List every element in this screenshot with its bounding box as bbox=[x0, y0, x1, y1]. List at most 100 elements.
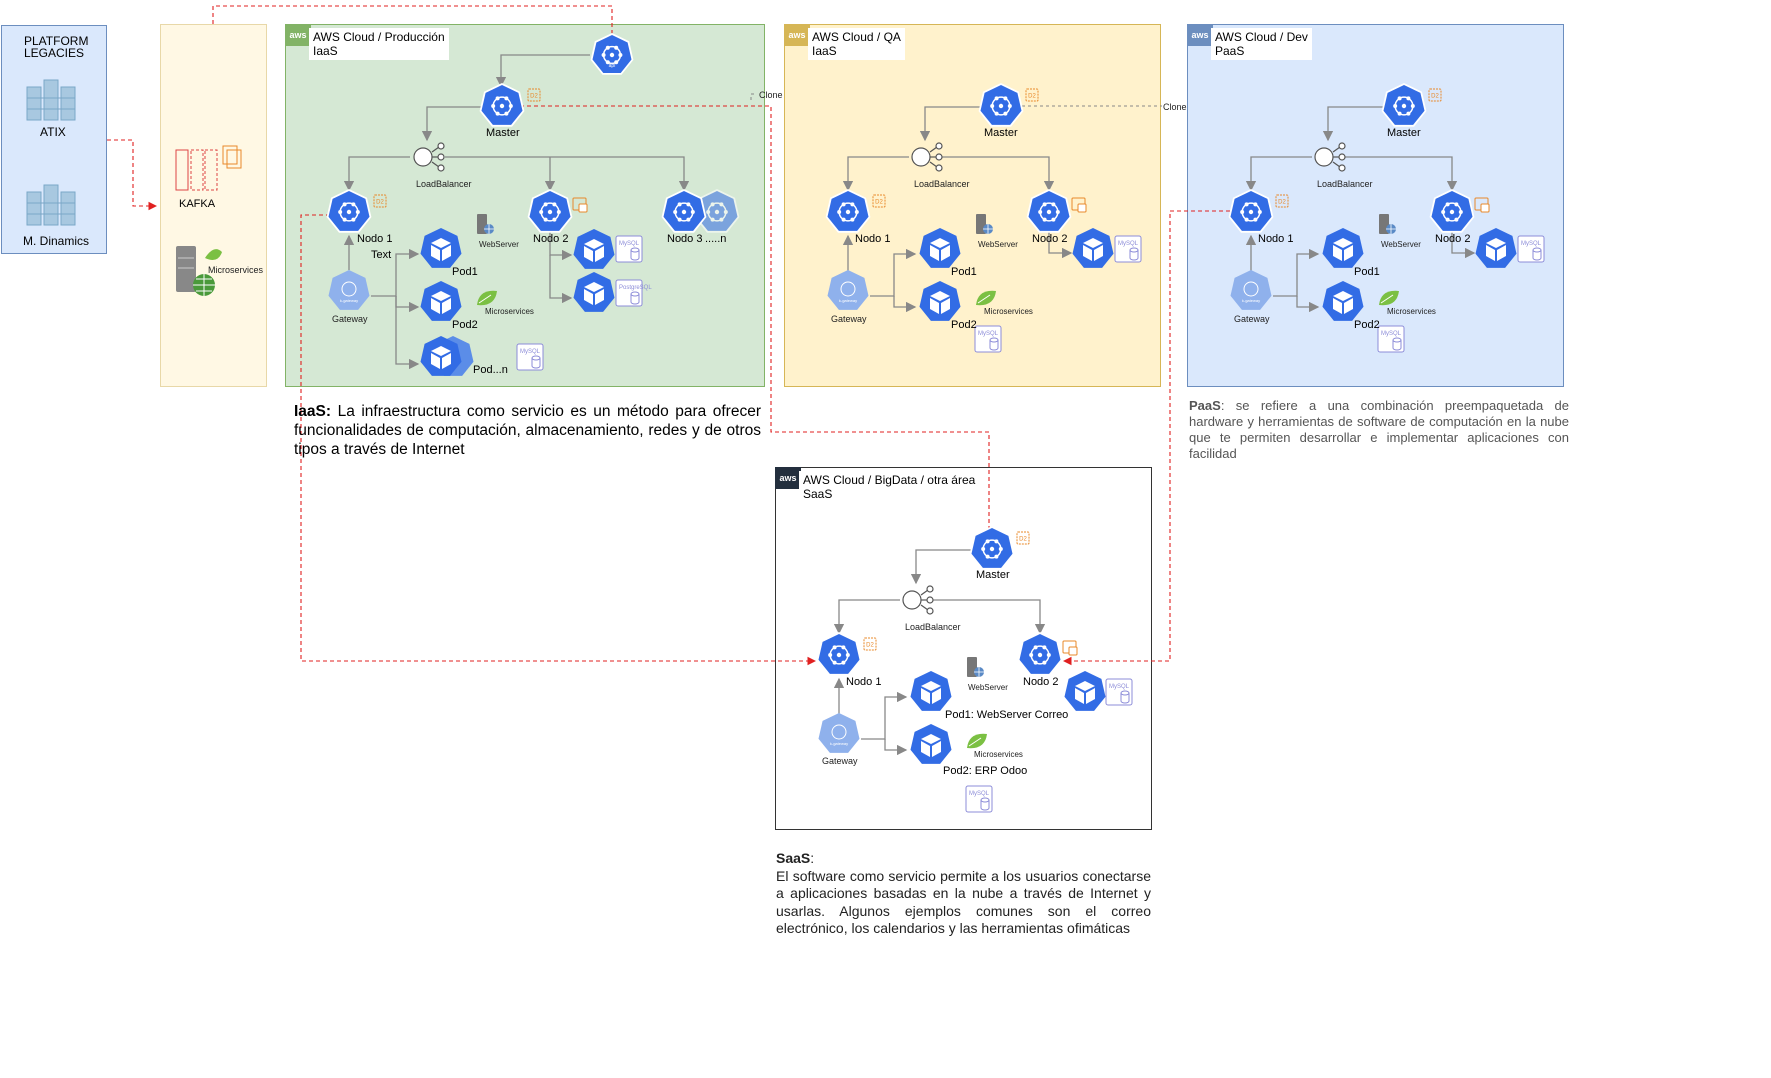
svg-text:MySQL: MySQL bbox=[969, 791, 990, 797]
bigdata-master-label: Master bbox=[976, 569, 1010, 581]
gateway-icon: k-gateway bbox=[827, 270, 869, 310]
microservices-icon bbox=[967, 733, 987, 749]
qa-pod1-label: Pod1 bbox=[951, 266, 977, 278]
svg-text:PostgreSQL: PostgreSQL bbox=[619, 285, 652, 291]
prod-text-label: Text bbox=[371, 249, 392, 261]
aws-logo-icon: aws bbox=[784, 24, 810, 46]
svg-text:k-gateway: k-gateway bbox=[1242, 298, 1260, 303]
dev-nodo2-label: Nodo 2 bbox=[1435, 233, 1471, 245]
node-icon bbox=[694, 189, 740, 233]
dev-type: PaaS bbox=[1215, 44, 1245, 58]
svg-text:MySQL: MySQL bbox=[1521, 241, 1542, 247]
master-icon bbox=[479, 83, 525, 127]
dev-master-label: Master bbox=[1387, 127, 1421, 139]
dev-pod2-label: Pod2 bbox=[1354, 319, 1380, 331]
pod-icon bbox=[573, 272, 615, 312]
qa-nodo2-label: Nodo 2 bbox=[1032, 233, 1068, 245]
dev-webserver-label: WebServer bbox=[1381, 240, 1421, 249]
qa-type: IaaS bbox=[812, 44, 837, 58]
pod-icon bbox=[1322, 281, 1364, 321]
bigdata-loadbalancer-label: LoadBalancer bbox=[905, 622, 961, 632]
prod-title: AWS Cloud / Producción bbox=[313, 30, 445, 44]
dev-gateway-label: Gateway bbox=[1234, 314, 1270, 324]
svg-text:MySQL: MySQL bbox=[520, 349, 541, 355]
node-icon bbox=[527, 189, 573, 233]
mysql-icon: MySQL bbox=[516, 343, 544, 371]
svg-text:MySQL: MySQL bbox=[619, 241, 640, 247]
legacy-title-line1: PLATFORM bbox=[24, 34, 89, 48]
prod-gateway-label: Gateway bbox=[332, 314, 368, 324]
dev-header: AWS Cloud / Dev PaaS bbox=[1211, 28, 1312, 60]
prod-header: AWS Cloud / Producción IaaS bbox=[309, 28, 449, 60]
svg-text:k-gateway: k-gateway bbox=[839, 298, 857, 303]
legacy-title: PLATFORM LEGACIES bbox=[24, 34, 89, 59]
paas-term: PaaS bbox=[1189, 398, 1221, 413]
prod-pod1-label: Pod1 bbox=[452, 266, 478, 278]
aws-logo-icon: aws bbox=[775, 467, 801, 489]
svg-text:D2: D2 bbox=[875, 200, 883, 206]
prod-webserver-label: WebServer bbox=[479, 240, 519, 249]
master-icon bbox=[978, 83, 1024, 127]
pod-icon bbox=[1322, 228, 1364, 268]
clone-label: Clone bbox=[1163, 102, 1187, 112]
pod-icon bbox=[1072, 228, 1114, 268]
dev-loadbalancer-label: LoadBalancer bbox=[1317, 179, 1373, 189]
dev-nodo1-label: Nodo 1 bbox=[1258, 233, 1294, 245]
mysql-icon: MySQL bbox=[1105, 678, 1133, 706]
pod-icon bbox=[910, 724, 952, 764]
prod-nodo2-label: Nodo 2 bbox=[533, 233, 569, 245]
server-atix-label: ATIX bbox=[40, 125, 66, 139]
qa-loadbalancer-label: LoadBalancer bbox=[914, 179, 970, 189]
prod-pod2-label: Pod2 bbox=[452, 319, 478, 331]
d2-icon: D2 bbox=[872, 194, 886, 208]
pod-icon bbox=[1475, 228, 1517, 268]
loadbalancer-icon bbox=[1314, 142, 1346, 172]
prod-master-label: Master bbox=[486, 127, 520, 139]
iaas-description: IaaS: La infraestructura como servicio e… bbox=[294, 402, 761, 459]
dev-pod1-label: Pod1 bbox=[1354, 266, 1380, 278]
node-icon bbox=[1017, 632, 1063, 676]
svg-text:MySQL: MySQL bbox=[1109, 684, 1130, 690]
qa-gateway-label: Gateway bbox=[831, 314, 867, 324]
qa-title: AWS Cloud / QA bbox=[812, 30, 901, 44]
saas-text: El software como servicio permite a los … bbox=[776, 867, 1151, 937]
node-icon bbox=[326, 189, 372, 233]
gateway-icon: k-gateway bbox=[818, 713, 860, 753]
svg-text:D2: D2 bbox=[530, 94, 538, 100]
svg-text:D2: D2 bbox=[866, 643, 874, 649]
gateway-icon: k-gateway bbox=[328, 270, 370, 310]
svg-text:MySQL: MySQL bbox=[1118, 241, 1139, 247]
d2-icon: D2 bbox=[863, 637, 877, 651]
bigdata-nodo1-label: Nodo 1 bbox=[846, 676, 882, 688]
qa-nodo1-label: Nodo 1 bbox=[855, 233, 891, 245]
svg-text:api: api bbox=[609, 63, 616, 69]
bigdata-type: SaaS bbox=[803, 487, 833, 501]
pod-icon bbox=[910, 671, 952, 711]
saas-description: SaaS: El software como servicio permite … bbox=[776, 850, 1151, 938]
qa-webserver-label: WebServer bbox=[978, 240, 1018, 249]
pod-icon bbox=[420, 228, 462, 268]
microservices-icon bbox=[477, 290, 497, 306]
bigdata-pod2-label: Pod2: ERP Odoo bbox=[943, 765, 1028, 777]
svg-text:D2: D2 bbox=[376, 200, 384, 206]
clone-links bbox=[750, 93, 1162, 107]
prod-type: IaaS bbox=[313, 44, 338, 58]
d2-icon: D2 bbox=[527, 88, 541, 102]
loadbalancer-icon bbox=[413, 142, 445, 172]
server-icon bbox=[26, 79, 76, 121]
prod-podn-label: Pod...n bbox=[473, 364, 508, 376]
bigdata-header: AWS Cloud / BigData / otra área SaaS bbox=[799, 471, 980, 503]
d2-icon: D2 bbox=[1016, 531, 1030, 545]
mysql-icon: MySQL bbox=[974, 325, 1002, 353]
monitor-icon bbox=[1474, 197, 1490, 213]
gateway-icon: k-gateway bbox=[1230, 270, 1272, 310]
monitor-icon bbox=[1071, 197, 1087, 213]
mysql-icon: MySQL bbox=[965, 785, 993, 813]
svg-text:D2: D2 bbox=[1431, 94, 1439, 100]
qa-master-label: Master bbox=[984, 127, 1018, 139]
qa-microservices-label: Microservices bbox=[984, 307, 1033, 316]
d2-icon: D2 bbox=[1025, 88, 1039, 102]
dashed-red-links bbox=[107, 5, 1230, 666]
pod-icon bbox=[919, 281, 961, 321]
dev-microservices-label: Microservices bbox=[1387, 307, 1436, 316]
